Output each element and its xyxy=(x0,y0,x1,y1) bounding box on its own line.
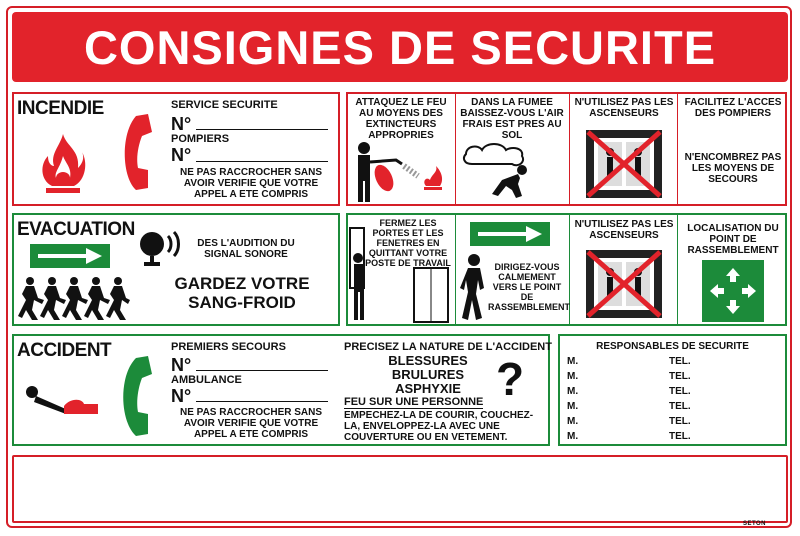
responsable-name-label: M. xyxy=(567,371,579,382)
accident-types: BLESSURES BRULURES ASPHYXIE xyxy=(370,354,486,396)
service-number-line[interactable] xyxy=(196,129,328,130)
alarm-bell-icon xyxy=(140,230,180,266)
service-number-label: N° xyxy=(171,114,192,134)
panel-extincteur-text: ATTAQUEZ LE FEU AU MOYENS DES EXTINCTEUR… xyxy=(355,97,447,141)
panel-rassemblement-text: DIRIGEZ-VOUS CALMEMENT VERS LE POINT DE … xyxy=(488,262,571,312)
responsable-tel-label: TEL. xyxy=(669,431,691,442)
green-arrow-sign-icon-2 xyxy=(470,222,550,246)
evac-panels-box xyxy=(346,213,787,326)
responsable-tel-label: TEL. xyxy=(669,401,691,412)
no-elevator-icon-2 xyxy=(586,250,662,318)
feu-personne-label: FEU SUR UNE PERSONNE xyxy=(344,396,484,409)
accident-heading: ACCIDENT xyxy=(17,340,112,361)
phone-red-icon xyxy=(124,114,152,190)
responsable-tel-label: TEL. xyxy=(669,386,691,397)
running-people-icon xyxy=(18,277,130,320)
panel-localisation-text: LOCALISATION DU POINT DE RASSEMBLEMENT xyxy=(687,223,779,256)
evacuation-heading: EVACUATION xyxy=(17,219,135,240)
fire-panels-box xyxy=(346,92,787,206)
ambulance-label: AMBULANCE xyxy=(171,374,242,386)
premiers-secours-label: PREMIERS SECOURS xyxy=(171,341,286,353)
responsable-tel-label: TEL. xyxy=(669,371,691,382)
ambulance-number-label: N° xyxy=(171,386,192,406)
type-blessures: BLESSURES xyxy=(388,353,468,368)
nature-accident-label: PRECISEZ LA NATURE DE L'ACCIDENT xyxy=(344,341,552,353)
responsable-name-label: M. xyxy=(567,431,579,442)
signal-sonore-text: DES L'AUDITION DU SIGNAL SONORE xyxy=(197,238,295,260)
incendie-heading: INCENDIE xyxy=(17,98,104,119)
pompiers-label: POMPIERS xyxy=(171,133,230,145)
panel-fumee-text: DANS LA FUMEE BAISSEZ-VOUS L'AIR FRAIS E… xyxy=(460,97,564,141)
closing-door-icon xyxy=(349,227,449,323)
panel-ascenseur-text: N'UTILISEZ PAS LES ASCENSEURS xyxy=(574,97,674,119)
accident-box xyxy=(12,334,550,446)
pompiers-number-line[interactable] xyxy=(196,161,328,162)
panel-portes-text: FERMEZ LES PORTES ET LES FENETRES EN QUI… xyxy=(365,218,451,268)
service-securite-label: SERVICE SECURITE xyxy=(171,99,278,111)
responsables-heading: RESPONSABLES DE SECURITE xyxy=(596,341,749,352)
incendie-note: NE PAS RACCROCHER SANS AVOIR VERIFIE QUE… xyxy=(179,167,323,200)
sang-froid-text: GARDEZ VOTRE SANG-FROID xyxy=(174,274,310,312)
accident-note: NE PAS RACCROCHER SANS AVOIR VERIFIE QUE… xyxy=(179,407,323,440)
secours-number-label: N° xyxy=(171,355,192,375)
evacuation-box xyxy=(12,213,340,326)
notes-area[interactable] xyxy=(12,455,788,523)
pompiers-number-label: N° xyxy=(171,145,192,165)
assembly-point-icon xyxy=(702,260,764,322)
panel-encombrez-text: N'ENCOMBREZ PAS LES MOYENS DE SECOURS xyxy=(684,152,782,185)
secours-number-line[interactable] xyxy=(196,370,328,371)
walking-person-icon xyxy=(460,254,484,320)
extinguisher-person-icon xyxy=(358,142,443,202)
feu-personne-advice: EMPECHEZ-LA DE COURIR, COUCHEZ-LA, ENVEL… xyxy=(344,410,534,443)
crouching-person-icon xyxy=(463,143,527,198)
responsable-name-label: M. xyxy=(567,416,579,427)
responsable-tel-label: TEL. xyxy=(669,416,691,427)
panel-pompiers-text: FACILITEZ L'ACCES DES POMPIERS xyxy=(684,97,782,119)
panel-ascenseur2-text: N'UTILISEZ PAS LES ASCENSEURS xyxy=(574,219,674,241)
title-banner: CONSIGNES DE SECURITE xyxy=(12,12,788,82)
phone-green-icon xyxy=(123,356,152,436)
fire-icon xyxy=(42,134,86,193)
sign-border xyxy=(6,6,792,528)
sign-title: CONSIGNES DE SECURITE xyxy=(83,21,717,74)
responsable-name-label: M. xyxy=(567,401,579,412)
no-elevator-icon xyxy=(586,130,662,198)
ambulance-number-line[interactable] xyxy=(196,401,328,402)
incendie-box xyxy=(12,92,340,206)
question-mark: ? xyxy=(496,353,525,405)
responsables-box xyxy=(558,334,787,446)
responsable-tel-label: TEL. xyxy=(669,356,691,367)
type-brulures: BRULURES xyxy=(391,367,465,382)
green-arrow-sign-icon xyxy=(30,244,110,268)
type-asphyxie: ASPHYXIE xyxy=(395,381,461,396)
brand-label: SETON xyxy=(742,521,766,527)
responsable-name-label: M. xyxy=(567,386,579,397)
injured-person-icon xyxy=(26,386,98,414)
responsable-name-label: M. xyxy=(567,356,579,367)
